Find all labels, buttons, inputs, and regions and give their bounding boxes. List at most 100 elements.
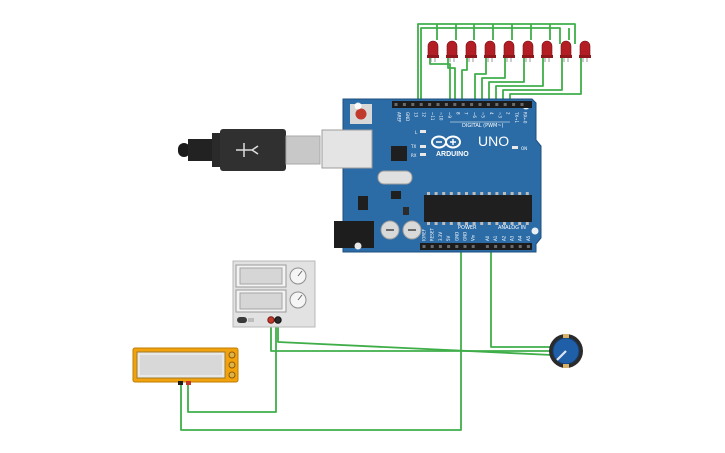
bottom-pin-label: A1 — [493, 235, 498, 241]
bottom-pin-label: GND — [463, 232, 468, 241]
wire-led-bus-2[interactable] — [420, 27, 561, 103]
bottom-pin-hole[interactable] — [422, 245, 426, 248]
usb-logo-icon — [236, 143, 259, 157]
wire-5v-to-meter[interactable] — [180, 247, 462, 431]
rx-led — [420, 153, 426, 156]
digital-pin-hole[interactable] — [503, 103, 507, 106]
dc-power-supply[interactable] — [232, 260, 316, 328]
led-9[interactable] — [579, 40, 591, 62]
wires — [180, 23, 582, 431]
digital-pin-hole[interactable] — [512, 103, 516, 106]
led-5[interactable] — [503, 40, 515, 62]
led-6[interactable] — [522, 40, 534, 62]
led-4[interactable] — [484, 40, 496, 62]
power-label: POWER — [458, 225, 477, 231]
bottom-pin-hole[interactable] — [526, 245, 530, 248]
bottom-pin-label: A4 — [518, 235, 523, 241]
digital-pin-hole[interactable] — [520, 103, 524, 106]
led-3[interactable] — [465, 40, 477, 62]
led-8[interactable] — [560, 40, 572, 62]
potentiometer[interactable] — [549, 334, 583, 368]
usb-chip — [391, 146, 407, 161]
digital-pin-hole[interactable] — [470, 103, 474, 106]
digital-pin-hole[interactable] — [461, 103, 465, 106]
on-led-label: ON — [521, 146, 527, 151]
power-analog-header[interactable] — [420, 243, 532, 250]
bottom-pin-hole[interactable] — [438, 245, 442, 248]
digital-pin-label: RX←0 — [523, 112, 528, 124]
pot-indicator — [556, 350, 567, 361]
bottom-pin-hole[interactable] — [502, 245, 506, 248]
psu-positive-terminal[interactable] — [267, 316, 275, 324]
arduino-logo-icon — [431, 135, 461, 149]
led-signal-wires[interactable] — [429, 24, 582, 103]
arduino-brand: ARDUINO — [436, 151, 469, 158]
digital-pin-label: 12 — [422, 112, 427, 118]
atmega-chip — [424, 195, 532, 222]
on-led — [512, 146, 518, 149]
bottom-pin-label: A3 — [510, 235, 515, 241]
bottom-pin-hole[interactable] — [485, 245, 489, 248]
l-led-label: L — [415, 130, 418, 135]
digital-pin-hole[interactable] — [419, 103, 423, 106]
bottom-pin-label: A2 — [501, 235, 506, 241]
digital-pin-label: 4 — [489, 112, 494, 115]
digital-pin-hole[interactable] — [495, 103, 499, 106]
wire-psu-to-meter[interactable] — [187, 322, 277, 413]
multimeter[interactable] — [132, 347, 239, 385]
digital-pin-label: AREF — [397, 112, 402, 123]
bottom-pin-hole[interactable] — [447, 245, 451, 248]
digital-pin-hole[interactable] — [428, 103, 432, 106]
digital-pin-hole[interactable] — [394, 103, 398, 106]
led-7[interactable] — [541, 40, 553, 62]
bottom-pin-hole[interactable] — [471, 245, 475, 248]
meter-com-probe[interactable] — [178, 381, 183, 385]
digital-pin-label: TX→1 — [514, 111, 519, 124]
bottom-pin-hole[interactable] — [463, 245, 467, 248]
usb-cable-end — [178, 143, 190, 157]
bottom-pin-hole[interactable] — [430, 245, 434, 248]
digital-pin-label: ~5 — [481, 112, 486, 118]
meter-mode-button-1[interactable] — [228, 351, 236, 359]
psu-negative-terminal[interactable] — [274, 316, 282, 324]
digital-pin-hole[interactable] — [453, 103, 457, 106]
wire-a0-to-pot[interactable] — [490, 247, 550, 348]
bottom-pin-hole[interactable] — [510, 245, 514, 248]
bottom-pin-hole[interactable] — [455, 245, 459, 248]
bottom-pin-label: A5 — [526, 235, 531, 241]
meter-v-probe[interactable] — [186, 381, 191, 385]
digital-pin-hole[interactable] — [436, 103, 440, 106]
led-1[interactable] — [427, 40, 439, 62]
wire-led-bus[interactable] — [417, 23, 576, 103]
l-led — [420, 130, 426, 133]
digital-pin-hole[interactable] — [411, 103, 415, 106]
digital-pin-label: 13 — [413, 112, 418, 118]
meter-mode-button-2[interactable] — [228, 361, 236, 369]
bottom-pin-label: Vin — [471, 234, 476, 241]
usb-b-cable[interactable] — [178, 129, 321, 171]
usb-b-metal — [285, 135, 321, 165]
led-row — [427, 40, 591, 62]
digital-pin-label: GND — [405, 112, 410, 121]
reset-button[interactable] — [355, 108, 367, 120]
digital-pin-hole[interactable] — [402, 103, 406, 106]
digital-pin-label: 2 — [506, 112, 511, 115]
bottom-pin-hole[interactable] — [494, 245, 498, 248]
meter-mode-button-3[interactable] — [228, 371, 236, 379]
dc-jack — [334, 221, 374, 248]
digital-pin-hole[interactable] — [478, 103, 482, 106]
digital-pin-hole[interactable] — [486, 103, 490, 106]
digital-pin-hole[interactable] — [444, 103, 448, 106]
wire-psu-neg[interactable] — [277, 322, 553, 356]
digital-header[interactable] — [392, 101, 532, 108]
digital-header-label: DIGITAL (PWM~) — [462, 123, 504, 129]
psu-power-switch[interactable] — [237, 317, 247, 323]
bottom-pin-hole[interactable] — [518, 245, 522, 248]
led-2[interactable] — [446, 40, 458, 62]
digital-pin-label: ~3 — [497, 112, 502, 118]
tx-led-label: TX — [410, 144, 416, 149]
usb-strain-relief — [188, 139, 212, 161]
